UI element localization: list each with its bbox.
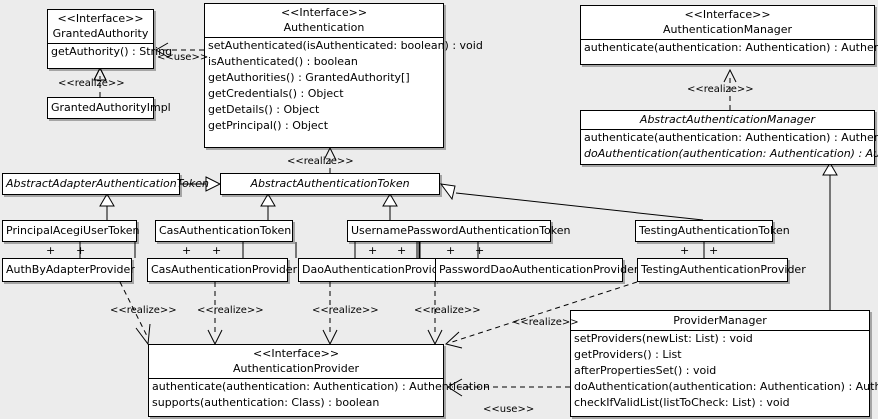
member-row: setProviders(newList: List) : void xyxy=(574,332,753,345)
assoc-plus-marker: + xyxy=(709,244,719,257)
class-box-testing-authentication-provider[interactable]: TestingAuthenticationProvider xyxy=(637,258,806,282)
edge-label-realize-cas-provider: <<realize>> xyxy=(197,305,264,316)
granted-authority-stereotype: <<Interface>> xyxy=(57,12,144,25)
member-row: getDetails() : Object xyxy=(208,103,320,116)
member-row: getProviders() : List xyxy=(574,348,682,361)
assoc-plus-marker: + xyxy=(76,244,86,257)
member-row: supports(authentication: Class) : boolea… xyxy=(152,396,380,409)
cas-authentication-token-name: CasAuthenticationToken xyxy=(159,224,292,237)
class-box-abstract-adapter-authentication-token[interactable]: AbstractAdapterAuthenticationToken xyxy=(2,173,209,195)
member-row: authenticate(authentication: Authenticat… xyxy=(584,41,878,54)
principal-acegi-user-token-name: PrincipalAcegiUserToken xyxy=(6,224,140,237)
authentication-manager-header: <<Interface>> AuthenticationManager xyxy=(581,6,874,39)
provider-manager-header: ProviderManager xyxy=(571,311,869,330)
granted-authority-members: getAuthority() : String xyxy=(48,44,173,60)
provider-manager-members: setProviders(newList: List) : void getPr… xyxy=(571,331,878,411)
authentication-provider-stereotype: <<Interface>> xyxy=(252,347,340,360)
authentication-manager-name: AuthenticationManager xyxy=(663,23,792,36)
member-row: checkIfValidList(listToCheck: List) : vo… xyxy=(574,396,790,409)
authentication-provider-members: authenticate(authentication: Authenticat… xyxy=(149,379,490,411)
edge-label-use-granted-authority: <<use>> xyxy=(157,52,209,63)
member-row: getAuthority() : String xyxy=(51,45,173,58)
authentication-provider-name: AuthenticationProvider xyxy=(232,362,360,375)
authentication-stereotype: <<Interface>> xyxy=(280,6,368,19)
member-row: authenticate(authentication: Authenticat… xyxy=(584,131,878,144)
class-box-username-password-authentication-token[interactable]: UsernamePasswordAuthenticationToken xyxy=(347,220,571,242)
authentication-members: setAuthenticated(isAuthenticated: boolea… xyxy=(205,38,483,134)
assoc-plus-marker: + xyxy=(368,244,378,257)
edge-label-realize-granted-authority-impl: <<realize>> xyxy=(58,78,125,89)
class-box-cas-authentication-provider[interactable]: CasAuthenticationProvider xyxy=(147,258,298,282)
member-row: doAuthentication(authentication: Authent… xyxy=(574,380,878,393)
authentication-provider-header: <<Interface>> AuthenticationProvider xyxy=(149,345,443,378)
dao-authentication-provider-name: DaoAuthenticationProvider xyxy=(302,263,450,276)
assoc-plus-marker: + xyxy=(46,244,56,257)
class-box-authentication-manager[interactable]: <<Interface>> AuthenticationManager auth… xyxy=(580,5,878,65)
class-box-testing-authentication-token[interactable]: TestingAuthenticationToken xyxy=(635,220,790,242)
abstract-authentication-manager-name: AbstractAuthenticationManager xyxy=(639,113,816,126)
assoc-plus-marker: + xyxy=(212,244,222,257)
class-box-auth-by-adapter-provider[interactable]: AuthByAdapterProvider xyxy=(2,258,135,282)
authentication-manager-stereotype: <<Interface>> xyxy=(684,8,771,21)
class-box-password-dao-authentication-provider[interactable]: PasswordDaoAuthenticationProvider xyxy=(435,258,639,282)
edge-label-realize-testing-provider: <<realize>> xyxy=(512,317,579,328)
granted-authority-divider xyxy=(48,43,153,44)
edge-label-realize-abstract-authentication-manager: <<realize>> xyxy=(687,84,754,95)
authentication-name: Authentication xyxy=(283,21,365,34)
auth-by-adapter-provider-name: AuthByAdapterProvider xyxy=(6,263,135,276)
provider-manager-divider xyxy=(571,330,869,331)
member-row: setAuthenticated(isAuthenticated: boolea… xyxy=(208,39,483,52)
abstract-authentication-manager-header: AbstractAuthenticationManager xyxy=(581,111,874,129)
edge-label-realize-abstract-authentication-token: <<realize>> xyxy=(287,156,354,167)
granted-authority-header: <<Interface>> GrantedAuthority xyxy=(48,10,153,43)
class-box-authentication-provider[interactable]: <<Interface>> AuthenticationProvider aut… xyxy=(148,344,490,417)
assoc-plus-marker: + xyxy=(680,244,690,257)
member-row: getPrincipal() : Object xyxy=(208,119,329,132)
testing-authentication-token-name: TestingAuthenticationToken xyxy=(639,224,790,237)
class-box-granted-authority[interactable]: <<Interface>> GrantedAuthority getAuthor… xyxy=(47,9,173,69)
testing-authentication-provider-name: TestingAuthenticationProvider xyxy=(641,263,806,276)
authentication-provider-divider xyxy=(149,378,443,379)
member-row: getCredentials() : Object xyxy=(208,87,344,100)
authentication-header: <<Interface>> Authentication xyxy=(205,4,443,37)
abstract-adapter-authentication-token-name: AbstractAdapterAuthenticationToken xyxy=(6,177,209,190)
provider-manager-name: ProviderManager xyxy=(673,314,767,327)
assoc-plus-marker: + xyxy=(475,244,485,257)
class-box-granted-authority-impl[interactable]: GrantedAuthorityImpl xyxy=(47,97,171,119)
assoc-plus-marker: + xyxy=(446,244,456,257)
authentication-divider xyxy=(205,37,443,38)
class-box-principal-acegi-user-token[interactable]: PrincipalAcegiUserToken xyxy=(2,220,140,242)
authentication-manager-members: authenticate(authentication: Authenticat… xyxy=(581,40,878,56)
edge-label-realize-password-dao-provider: <<realize>> xyxy=(414,305,481,316)
cas-authentication-provider-name: CasAuthenticationProvider xyxy=(151,263,298,276)
edge-label-use-provider-manager: <<use>> xyxy=(483,404,535,415)
member-row: afterPropertiesSet() : void xyxy=(574,364,717,377)
class-box-abstract-authentication-manager[interactable]: AbstractAuthenticationManager authentica… xyxy=(580,110,878,165)
abstract-authentication-token-name: AbstractAuthenticationToken xyxy=(250,177,410,190)
granted-authority-name: GrantedAuthority xyxy=(52,27,149,40)
class-box-authentication[interactable]: <<Interface>> Authentication setAuthenti… xyxy=(204,3,483,148)
member-row: getAuthorities() : GrantedAuthority[] xyxy=(208,71,410,84)
class-box-provider-manager[interactable]: ProviderManager setProviders(newList: Li… xyxy=(570,310,878,417)
member-row: doAuthentication(authentication: Authent… xyxy=(584,147,878,160)
username-password-authentication-token-name: UsernamePasswordAuthenticationToken xyxy=(351,224,571,237)
authentication-manager-divider xyxy=(581,39,874,40)
assoc-plus-marker: + xyxy=(182,244,192,257)
member-row: isAuthenticated() : boolean xyxy=(208,55,358,68)
class-box-cas-authentication-token[interactable]: CasAuthenticationToken xyxy=(155,220,293,242)
edge-label-realize-dao-provider: <<realize>> xyxy=(312,305,379,316)
assoc-plus-marker: + xyxy=(397,244,407,257)
edge-label-realize-auth-by-adapter: <<realize>> xyxy=(110,305,177,316)
class-box-abstract-authentication-token[interactable]: AbstractAuthenticationToken xyxy=(220,173,440,195)
link-gen-testing-token xyxy=(455,192,704,221)
granted-authority-impl-name: GrantedAuthorityImpl xyxy=(51,101,171,114)
password-dao-authentication-provider-name: PasswordDaoAuthenticationProvider xyxy=(439,263,639,276)
abstract-authentication-manager-members: authenticate(authentication: Authenticat… xyxy=(581,130,878,162)
abstract-authentication-manager-divider xyxy=(581,129,874,130)
class-box-dao-authentication-provider[interactable]: DaoAuthenticationProvider xyxy=(298,258,450,282)
member-row: authenticate(authentication: Authenticat… xyxy=(152,380,490,393)
